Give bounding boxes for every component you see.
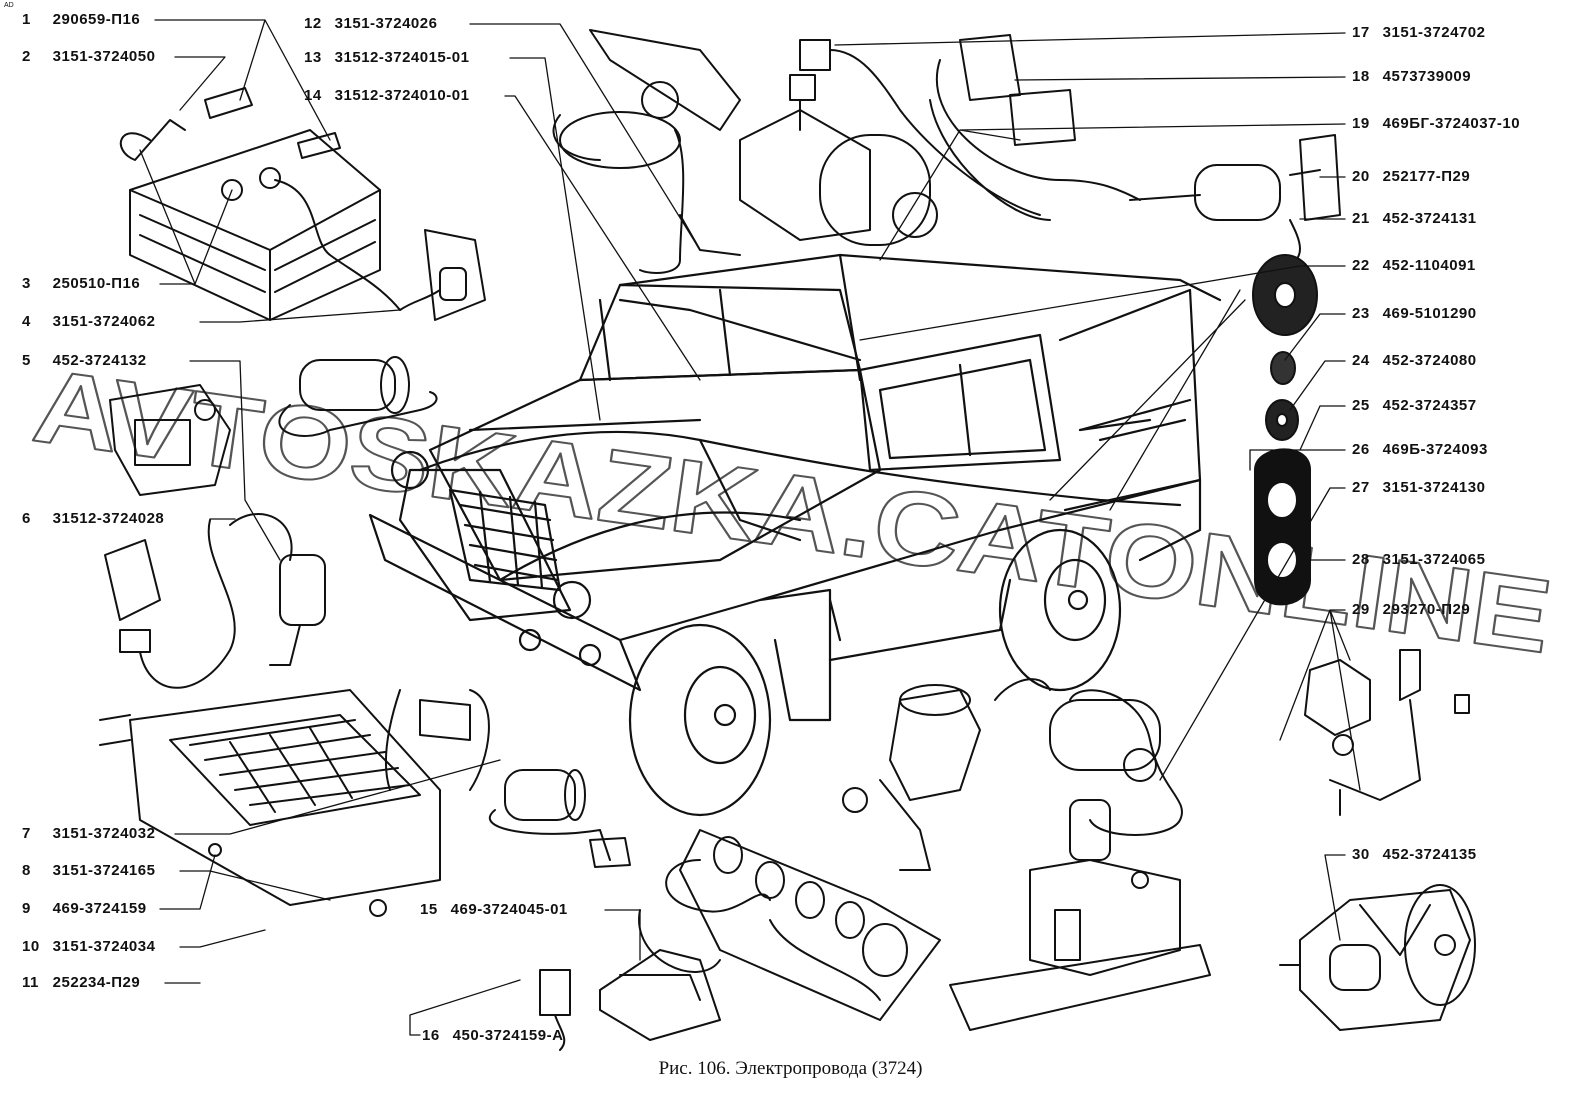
carburetor: [109, 384, 231, 496]
part-label-27: 27 3151-3724130: [1352, 479, 1486, 496]
part-label-19: 19 469БГ-3724037-10: [1352, 115, 1521, 132]
horn-bracket: [1304, 649, 1470, 816]
part-label-14: 14 31512-3724010-01: [304, 87, 470, 104]
part-label-4: 4 3151-3724062: [22, 313, 156, 330]
electric-motor: [739, 39, 1041, 246]
starter-motor: [278, 356, 438, 437]
ignition-coil: [1049, 689, 1183, 836]
part-label-22: 22 452-1104091: [1352, 257, 1476, 274]
part-label-12: 12 3151-3724026: [304, 15, 438, 32]
steering-unit: [949, 799, 1211, 1031]
figure-caption: Рис. 106. Электропровода (3724): [658, 1058, 923, 1079]
heater-relay: [384, 689, 631, 868]
part-label-24: 24 452-3724080: [1352, 352, 1477, 369]
watermark: AVTOSKAZKA.CATONLINE: [27, 348, 1558, 676]
headlight-assembly: [552, 29, 741, 274]
part-label-23: 23 469-5101290: [1352, 305, 1477, 322]
part-label-1: 1 290659-П16: [22, 11, 141, 28]
part-label-5: 5 452-3724132: [22, 352, 147, 369]
vehicle-body: [368, 253, 1222, 817]
grommets: [1252, 254, 1318, 606]
part-label-13: 13 31512-3724015-01: [304, 49, 470, 66]
corner-mark: AD: [4, 2, 14, 9]
voltage-regulator: [104, 513, 326, 689]
distributor: [842, 678, 1051, 871]
part-label-17: 17 3151-3724702: [1352, 24, 1486, 41]
part-label-21: 21 452-3724131: [1352, 210, 1477, 227]
part-label-15: 15 469-3724045-01: [420, 901, 568, 918]
part-label-25: 25 452-3724357: [1352, 397, 1477, 414]
part-label-8: 8 3151-3724165: [22, 862, 156, 879]
heater-unit: [99, 689, 441, 917]
part-label-9: 9 469-3724159: [22, 900, 147, 917]
leader-lines: [139, 19, 1361, 1036]
part-label-18: 18 4573739009: [1352, 68, 1472, 85]
instrument-panel: [539, 829, 941, 1051]
part-label-26: 26 469Б-3724093: [1352, 441, 1488, 458]
part-label-2: 2 3151-3724050: [22, 48, 156, 65]
part-label-16: 16 450-3724159-А: [422, 1027, 564, 1044]
part-label-20: 20 252177-П29: [1352, 168, 1471, 185]
part-label-30: 30 452-3724135: [1352, 846, 1477, 863]
rear-connector-bundle: [929, 34, 1341, 271]
part-label-6: 6 31512-3724028: [22, 510, 165, 527]
part-label-7: 7 3151-3724032: [22, 825, 156, 842]
wiper-motor: [1279, 884, 1476, 1031]
part-label-28: 28 3151-3724065: [1352, 551, 1486, 568]
relay-bracket: [399, 229, 486, 321]
part-label-3: 3 250510-П16: [22, 275, 141, 292]
part-label-11: 11 252234-П29: [22, 974, 141, 991]
part-label-10: 10 3151-3724034: [22, 938, 156, 955]
part-label-29: 29 293270-П29: [1352, 601, 1471, 618]
